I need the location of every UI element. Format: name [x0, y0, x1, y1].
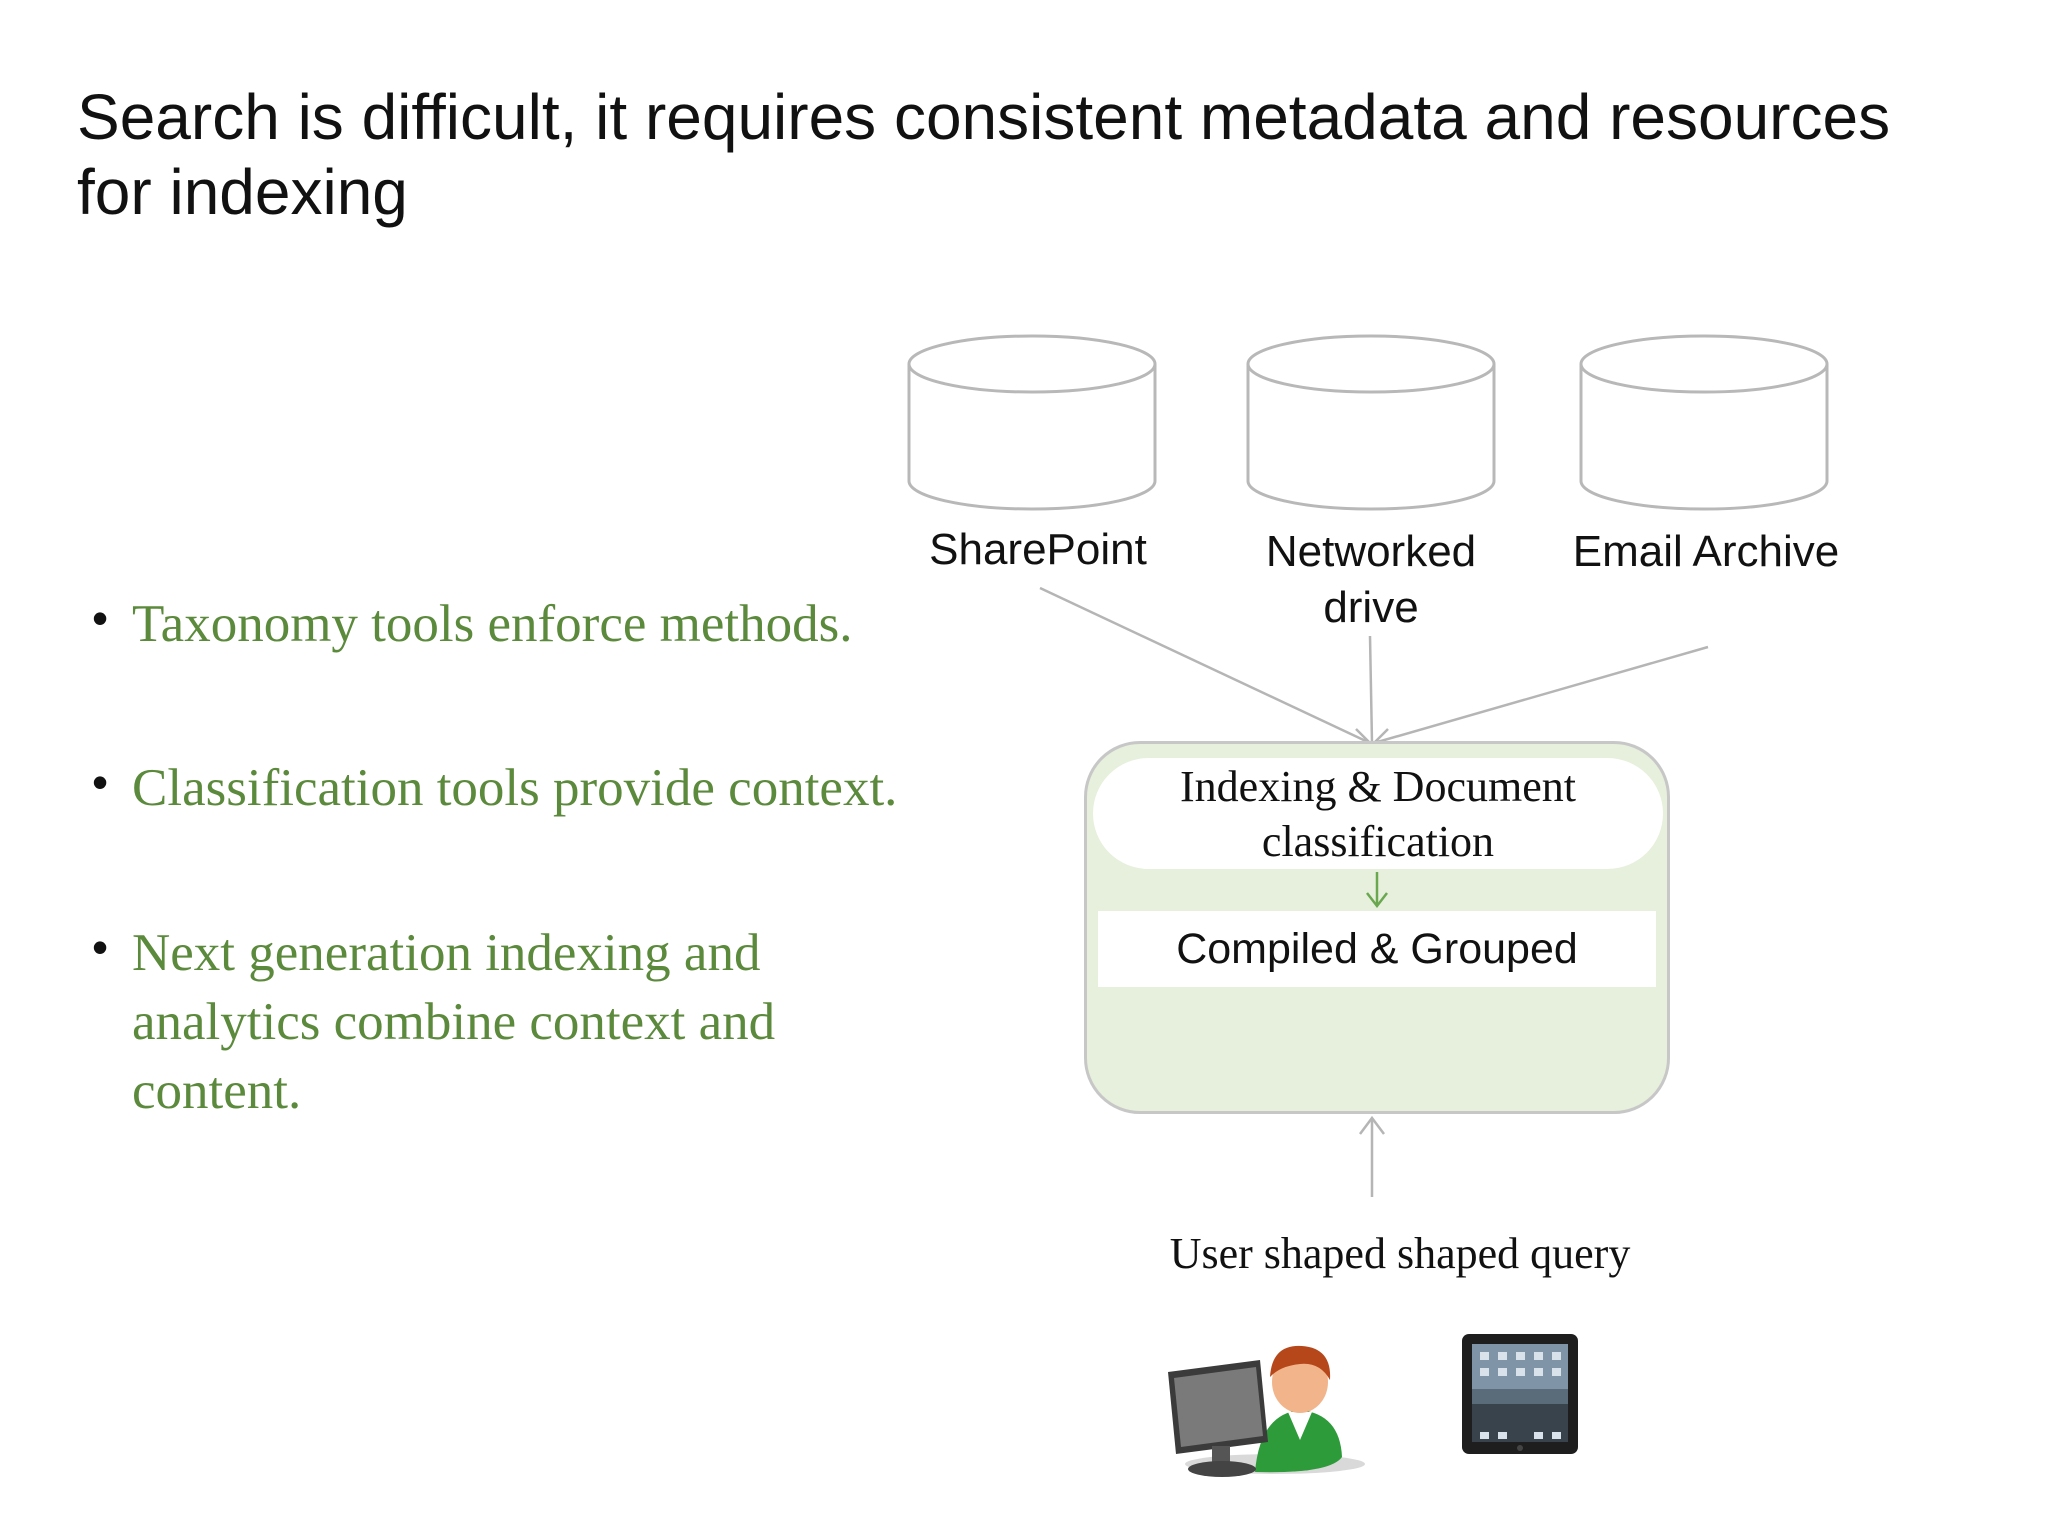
- bullet-text: Classification tools provide context.: [132, 759, 898, 817]
- connector-networked-drive: [1368, 635, 1374, 744]
- connector-sharepoint: [1039, 586, 1371, 745]
- bullet-marker: •: [92, 756, 109, 808]
- user-computer-icon: [1160, 1322, 1370, 1487]
- bullet-marker: •: [92, 592, 109, 644]
- arrowhead-query: [1359, 1115, 1385, 1135]
- bullet-text: Taxonomy tools enforce methods.: [132, 595, 853, 653]
- query-label: User shaped shaped query: [1169, 1229, 1631, 1278]
- source-label-sharepoint: SharePoint: [929, 525, 1147, 574]
- bullet-item: • Next generation indexing and analytics…: [88, 919, 948, 1126]
- indexing-classification-step: Indexing & Document classification: [1093, 758, 1663, 869]
- compiled-grouped-step: Compiled & Grouped: [1098, 911, 1656, 987]
- bullet-text: Next generation indexing and analytics c…: [132, 924, 776, 1120]
- bullet-marker: •: [92, 921, 109, 973]
- source-label-email-archive: Email Archive: [1572, 527, 1840, 576]
- bullet-item: • Taxonomy tools enforce methods.: [88, 590, 948, 659]
- networked-drive-database-icon: [1246, 334, 1496, 511]
- bullet-list: • Taxonomy tools enforce methods. • Clas…: [88, 590, 948, 1126]
- sharepoint-database-icon: [907, 334, 1157, 511]
- tablet-icon: [1460, 1332, 1580, 1462]
- slide-title: Search is difficult, it requires consist…: [77, 81, 1891, 228]
- source-label-networked-drive: Networked drive: [1265, 527, 1477, 632]
- connector-email-archive: [1373, 645, 1709, 745]
- bullet-item: • Classification tools provide context.: [88, 754, 948, 823]
- email-archive-database-icon: [1579, 334, 1829, 511]
